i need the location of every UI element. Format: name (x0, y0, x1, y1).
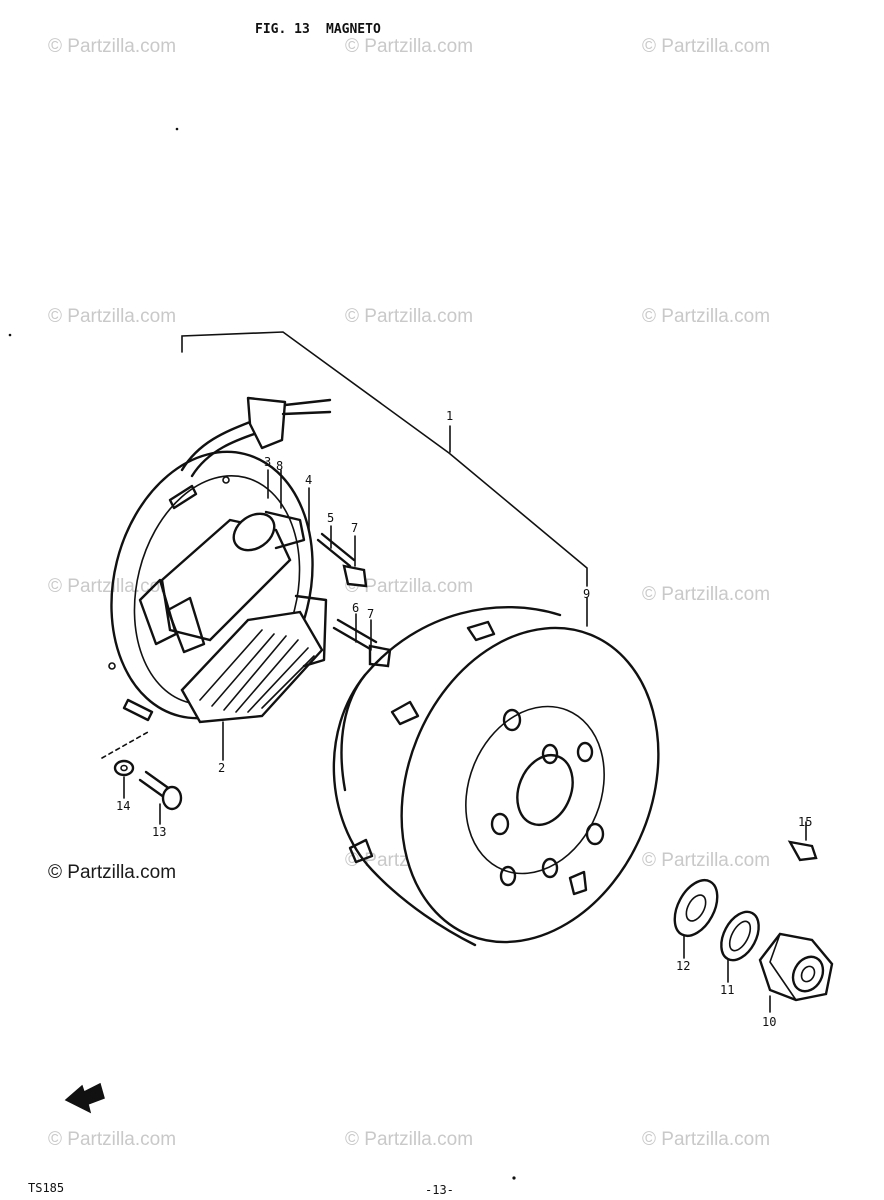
key-part (787, 840, 818, 862)
stator-fixing-screw (101, 731, 183, 811)
page-number: -13- (425, 1183, 454, 1197)
ref-label: 2 (218, 761, 225, 775)
watermark: © Partzilla.com (48, 1129, 176, 1150)
reference-numbers: 1 2 3 8 4 5 7 6 7 9 14 13 15 12 11 10 (116, 409, 812, 1029)
ref-label: 14 (116, 799, 130, 813)
ref-label: 13 (152, 825, 166, 839)
lock-washer (720, 910, 760, 962)
ref-label: 12 (676, 959, 690, 973)
watermark: © Partzilla.com (642, 584, 770, 605)
ref-label: 5 (327, 511, 334, 525)
ref-label: 8 (276, 459, 283, 473)
stator-plate (108, 396, 332, 724)
ref-label: 3 (264, 455, 271, 469)
figure-title: MAGNETO (326, 22, 381, 37)
figure-number: FIG. 13 (255, 22, 310, 37)
arrow-icon (64, 1082, 105, 1114)
watermark: © Partzilla.com (345, 306, 473, 327)
ref-label: 1 (446, 409, 453, 423)
watermark: © Partzilla.com (345, 576, 473, 597)
washer (673, 878, 719, 938)
ref-label: 7 (351, 521, 358, 535)
ref-label: 10 (762, 1015, 776, 1029)
flywheel-rotor (332, 606, 660, 947)
watermark: © Partzilla.com (345, 1129, 473, 1150)
watermark: © Partzilla.com (642, 36, 770, 57)
watermarks: © Partzilla.com © Partzilla.com © Partzi… (48, 36, 770, 1150)
watermark: © Partzilla.com (642, 850, 770, 871)
assembly-bracket (181, 331, 588, 587)
ref-label: 4 (305, 473, 312, 487)
ref-label: 7 (367, 607, 374, 621)
ref-label: 11 (720, 983, 734, 997)
watermark: © Partzilla.com (345, 36, 473, 57)
watermark: © Partzilla.com (48, 306, 176, 327)
nut (758, 932, 834, 1002)
model-code: TS185 (28, 1181, 64, 1195)
ref-label: 15 (798, 815, 812, 829)
watermark: © Partzilla.com (642, 306, 770, 327)
stator-screws (316, 532, 392, 668)
ref-label: 9 (583, 587, 590, 601)
watermark: © Partzilla.com (642, 1129, 770, 1150)
leader-lines (123, 425, 807, 1013)
watermark: © Partzilla.com (48, 36, 176, 57)
ref-label: 6 (352, 601, 359, 615)
watermark-dark: © Partzilla.com (48, 862, 176, 883)
